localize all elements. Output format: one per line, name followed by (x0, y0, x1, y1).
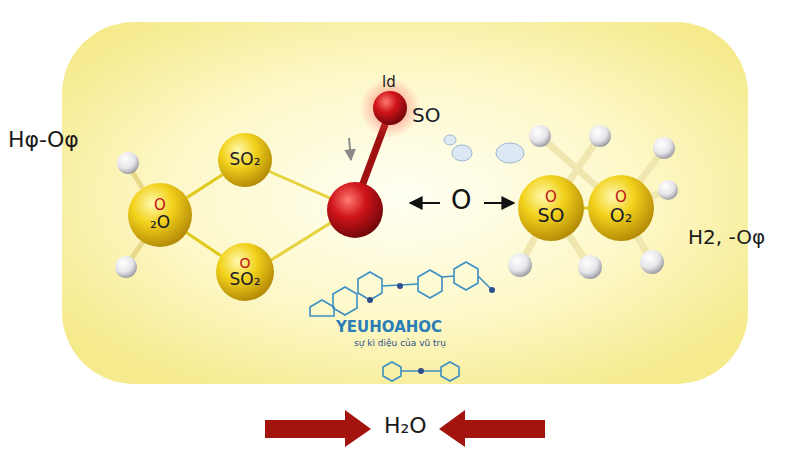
formula-label: Hφ-Oφ (8, 128, 79, 152)
sphere-text-group: OO₂ (610, 190, 633, 226)
logo-molecule (310, 262, 492, 381)
watermark-logo: YEUHOAHOC (336, 319, 442, 336)
atom-symbol: O (239, 256, 250, 271)
hydrogen-atom (658, 180, 678, 200)
formula-text: SO₂ (230, 270, 261, 288)
atom-sphere: SO₂ (218, 133, 272, 187)
sphere-fill (216, 243, 274, 301)
hydrogen-atom (529, 125, 551, 147)
formula-text: ₂O (150, 214, 170, 232)
logo-ring (358, 272, 382, 300)
sphere-text-group: O₂O (150, 198, 170, 232)
oxygen-atom (327, 182, 383, 238)
reaction-arrow (410, 202, 440, 204)
atom-sphere: O₂O (128, 183, 192, 247)
sphere-fill (218, 133, 272, 187)
vapor-blob (496, 143, 524, 163)
hydrogen-atom (115, 256, 137, 278)
sphere-fill (588, 175, 654, 241)
logo-ring (383, 362, 401, 381)
atom-label: O (451, 186, 471, 215)
logo-dot (397, 283, 403, 289)
atom-sphere: OO₂ (588, 175, 654, 241)
formula-label: SO (412, 104, 440, 126)
bond-line (187, 175, 222, 198)
hydrogen-atom (117, 152, 139, 174)
sphere-text-group: SO₂ (230, 151, 261, 169)
logo-ring (454, 262, 478, 290)
oxygen-atom (373, 91, 407, 125)
bond-line (584, 207, 588, 210)
pointer-arrow (349, 138, 351, 160)
block-arrow (439, 410, 545, 447)
sphere-fill (128, 183, 192, 247)
atom-sphere: OSO₂ (216, 243, 274, 301)
formula-text: O₂ (610, 206, 633, 226)
formula-text: SO (537, 206, 564, 226)
logo-bond (442, 276, 454, 277)
formula-text: SO₂ (230, 151, 261, 169)
vapor-blob (444, 135, 456, 145)
logo-dot (367, 297, 373, 303)
logo-ring (441, 362, 459, 381)
atom-sphere: OSO (518, 175, 584, 241)
atom-symbol: O (154, 198, 166, 214)
bond-line (268, 222, 332, 262)
logo-ring (310, 300, 334, 316)
reaction-arrow (484, 202, 514, 204)
logo-ring (418, 270, 442, 298)
atom-symbol: O (615, 190, 627, 206)
sphere-fill (518, 175, 584, 241)
hydrogen-atom (508, 253, 532, 277)
logo-dot (489, 287, 495, 293)
block-arrow (265, 410, 371, 447)
bond-line (187, 233, 221, 256)
formula-label: H2, -Oφ (688, 226, 765, 248)
watermark-tagline: sự kì diệu của vũ trụ (354, 339, 446, 349)
hydrogen-atom (578, 255, 602, 279)
sphere-text-group: OSO₂ (230, 256, 261, 289)
glow-panel (62, 22, 748, 384)
sphere-text-group: OSO (537, 190, 564, 226)
atom-label: ld (382, 74, 396, 91)
hydrogen-atom (653, 137, 675, 159)
hydrogen-atom (589, 125, 611, 147)
logo-ring (333, 287, 357, 315)
bond-line (266, 170, 332, 199)
vapor-blob (452, 145, 472, 161)
atom-symbol: O (545, 190, 557, 206)
product-label: H₂O (384, 414, 427, 438)
logo-dot (418, 368, 424, 374)
hydrogen-atom (640, 250, 664, 274)
